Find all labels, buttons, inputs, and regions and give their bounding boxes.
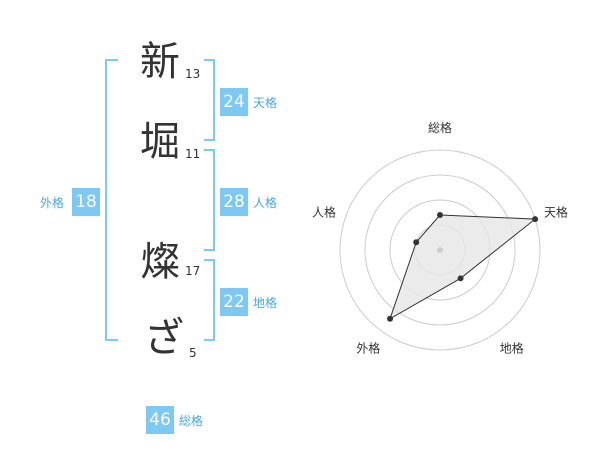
soukaku-label: 総格 <box>179 414 204 428</box>
chikaku-value: 22 <box>220 288 248 316</box>
tenkaku-value: 24 <box>220 88 248 116</box>
radar-polygon <box>389 214 537 320</box>
radar-ring <box>339 149 541 351</box>
radar-axis-label: 地格 <box>500 341 524 356</box>
tenkaku-label: 天格 <box>253 96 278 110</box>
radar-point <box>387 315 394 322</box>
radar-axis-label: 外格 <box>356 341 380 356</box>
radar-point <box>437 212 443 218</box>
radar-point <box>413 239 420 246</box>
radar-axis-label: 人格 <box>312 204 336 219</box>
chikaku-bracket <box>204 259 215 341</box>
radar-point <box>457 275 464 282</box>
jinkaku-label: 人格 <box>253 196 278 210</box>
jinkaku-bracket <box>204 149 215 251</box>
radar-point <box>532 216 539 223</box>
tenkaku-bracket <box>204 59 215 141</box>
gaikaku-bracket <box>105 59 118 341</box>
soukaku-value: 46 <box>146 406 174 434</box>
jinkaku-value: 28 <box>220 188 248 216</box>
radar-center <box>437 247 443 253</box>
chikaku-label: 地格 <box>253 296 278 310</box>
stroke-count-2: 11 <box>185 147 201 161</box>
gaikaku-label: 外格 <box>40 196 65 210</box>
stroke-count-3: 17 <box>185 264 201 278</box>
name-char-2: 堀 <box>140 119 180 165</box>
radar-axis-label: 天格 <box>544 204 568 219</box>
name-char-4: ざ <box>144 315 184 361</box>
stroke-count-4: 5 <box>189 346 197 360</box>
name-char-3: 燦 <box>140 239 180 285</box>
radar-ring <box>364 174 516 326</box>
stroke-count-1: 13 <box>185 67 201 81</box>
radar-axis-label: 総格 <box>428 120 452 135</box>
name-char-1: 新 <box>140 39 180 85</box>
gaikaku-value: 18 <box>72 188 100 216</box>
